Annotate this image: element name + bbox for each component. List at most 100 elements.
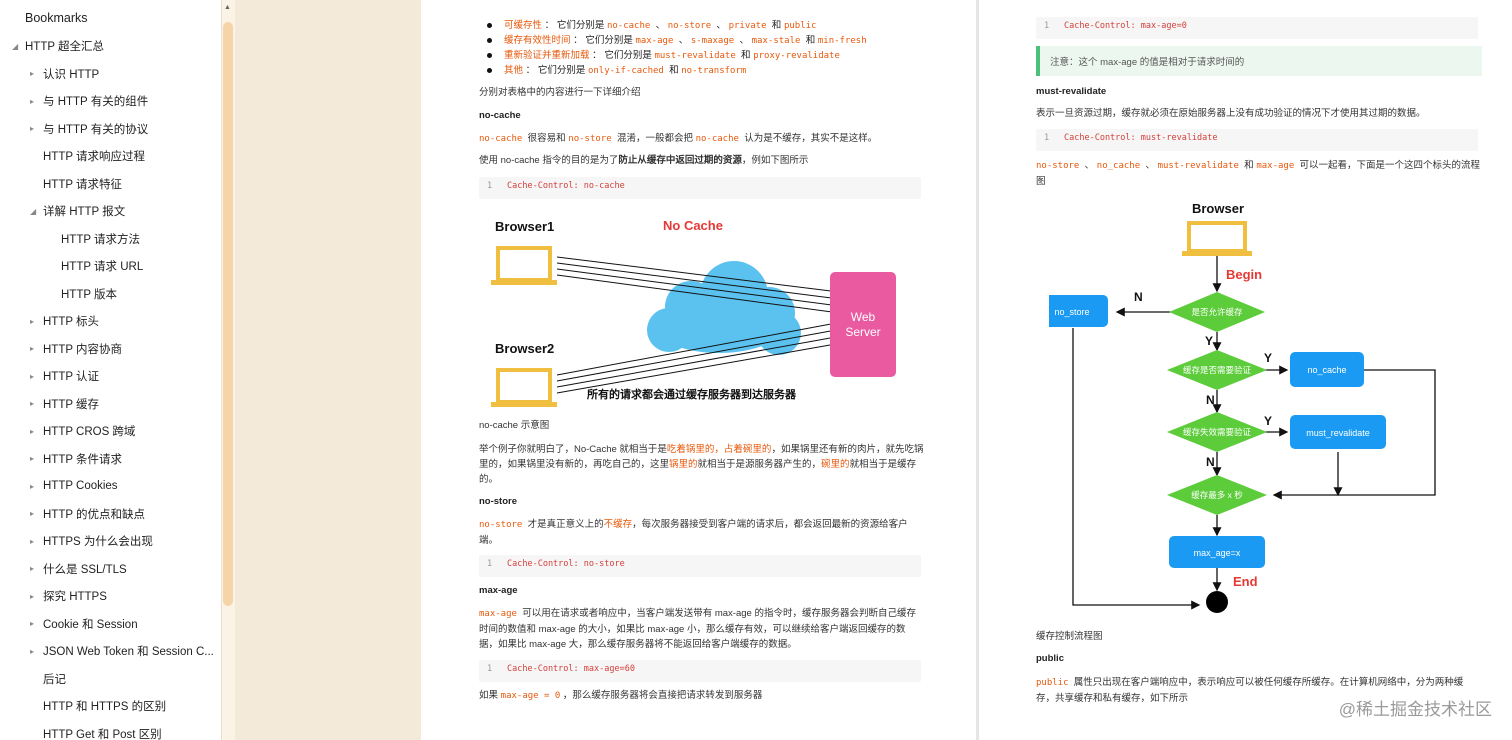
bookmark-item[interactable]: ▸ 探究 HTTPS (0, 586, 220, 606)
bookmark-item[interactable]: ▸ 认识 HTTP (0, 64, 220, 84)
public-heading: public (1036, 653, 1064, 664)
public-paragraph: public 属性只出现在客户端响应中，表示响应可以被任何缓存所缓存。在计算机网… (1036, 677, 1464, 704)
bookmark-label: HTTP 条件请求 (43, 453, 123, 466)
bookmark-label: HTTP 认证 (43, 371, 100, 383)
bookmark-item[interactable]: ▸ HTTPS 为什么会出现 (0, 531, 220, 551)
svg-text:缓存最多 x 秒: 缓存最多 x 秒 (1191, 490, 1243, 500)
collapsed-triangle-icon[interactable]: ▸ (30, 481, 35, 491)
collapsed-triangle-icon[interactable]: ▸ (30, 454, 35, 463)
bookmark-item[interactable]: ▸HTTP 内容协商 (0, 339, 220, 359)
expanded-triangle-icon[interactable]: ◢ (30, 206, 37, 216)
no-cache-title: No Cache (663, 218, 723, 233)
max-age-heading: max-age (479, 585, 518, 596)
bookmark-item[interactable]: ▸什么是 SSL/TLS (0, 559, 220, 579)
bookmark-item[interactable]: HTTP 请求方法 (0, 229, 220, 249)
note-callout: 注意：这个 max-age 的值是相对于请求时间的 (1036, 46, 1482, 76)
bookmark-label: 探究 HTTPS (43, 591, 107, 603)
collapsed-triangle-icon[interactable]: ▸ (30, 536, 35, 546)
collapsed-triangle-icon[interactable]: ▸ (30, 316, 35, 326)
scroll-up-arrow-icon[interactable]: ▲ (224, 4, 231, 11)
code-text: Cache-Control: max-age=0 (1064, 21, 1187, 31)
document-page-2: 1 Cache-Control: max-age=0 注意：这个 max-age… (979, 0, 1512, 740)
code-block-no-store: 1 Cache-Control: no-store (479, 555, 921, 577)
bookmark-label: HTTP 缓存 (43, 398, 100, 411)
bookmark-item[interactable]: HTTP Get 和 Post 区别 (0, 724, 220, 740)
no-cache-example: 举个例子你就明白了，No-Cache 就相当于是吃着锅里的，占着碗里的，如果锅里… (479, 444, 924, 485)
node-no-store: no_store (1049, 295, 1108, 327)
bookmark-item[interactable]: HTTP 请求 URL (0, 256, 220, 276)
svg-text:max_age=x: max_age=x (1194, 548, 1241, 558)
bookmark-label: HTTP 请求响应过程 (43, 151, 146, 163)
page-separator (976, 0, 979, 740)
bookmark-item[interactable]: ◢详解 HTTP 报文 (0, 201, 220, 221)
bookmark-item[interactable]: ▸ HTTP 标头 (0, 311, 220, 331)
bullet-item: 可缓存性 ： 它们分别是 no-cache 、 no-store 、 priva… (487, 17, 819, 31)
bookmark-item[interactable]: HTTP 请求响应过程 (0, 146, 220, 166)
bookmark-item[interactable]: ▸HTTP CROS 跨域 (0, 421, 220, 441)
bookmark-item[interactable]: 后记 (0, 669, 220, 689)
label-n: N (1206, 393, 1215, 407)
collapsed-triangle-icon[interactable]: ▸ (30, 591, 35, 601)
bookmark-item[interactable]: ▸Cookie 和 Session (0, 614, 220, 634)
bookmark-item[interactable]: ▸HTTP Cookies (0, 476, 220, 496)
bookmark-label: HTTP 标头 (43, 316, 100, 328)
diagram-caption: no-cache 示意图 (479, 420, 550, 431)
label-y: Y (1205, 334, 1213, 348)
code-text: Cache-Control: must-revalidate (1064, 133, 1218, 143)
collapsed-triangle-icon[interactable]: ▸ (30, 426, 35, 436)
decision-max-seconds: 缓存最多 x 秒 (1167, 475, 1267, 515)
bookmarks-title: Bookmarks (25, 11, 88, 25)
bookmark-item[interactable]: ▸与 HTTP 有关的协议 (0, 119, 220, 139)
collapsed-triangle-icon[interactable]: ▸ (30, 646, 35, 656)
bookmark-item[interactable]: ▸HTTP 的优点和缺点 (0, 504, 220, 524)
no-cache-diagram: Browser1 No Cache Web Server (491, 218, 896, 407)
bullet-item: 重新验证并重新加载 ： 它们分别是 must-revalidate 和 prox… (487, 47, 843, 61)
code-block-no-cache: 1 Cache-Control: no-cache (479, 177, 921, 199)
document-page-1: 可缓存性 ： 它们分别是 no-cache 、 no-store 、 priva… (421, 0, 976, 740)
collapsed-triangle-icon[interactable]: ▸ (30, 69, 35, 78)
no-cache-paragraph-1: no-cache 很容易和 no-store 混淆，一般都会把 no-cache… (479, 133, 878, 144)
collapsed-triangle-icon[interactable]: ▸ (30, 124, 35, 133)
svg-text:no_cache: no_cache (1307, 365, 1346, 375)
no-cache-paragraph-2: 使用 no-cache 指令的目的是为了防止从缓存中返回过期的资源，例如下图所示 (479, 155, 809, 166)
bookmark-item[interactable]: ▸与 HTTP 有关的组件 (0, 91, 220, 111)
svg-text:缓存失效需要验证: 缓存失效需要验证 (1183, 427, 1252, 437)
collapsed-triangle-icon[interactable]: ▸ (30, 96, 35, 106)
collapsed-triangle-icon[interactable]: ▸ (30, 509, 35, 518)
collapsed-triangle-icon[interactable]: ▸ (30, 619, 35, 628)
bookmark-item[interactable]: HTTP 和 HTTPS 的区别 (0, 696, 220, 716)
code-text: Cache-Control: no-store (507, 559, 625, 569)
code-text: Cache-Control: no-cache (507, 181, 625, 191)
bookmark-item[interactable]: ▸ HTTP 认证 (0, 366, 220, 386)
bookmark-label: HTTP 请求特征 (43, 178, 123, 191)
bookmark-item[interactable]: ▸ HTTP 缓存 (0, 394, 220, 414)
no-store-heading: no-store (479, 496, 517, 507)
bookmark-item[interactable]: HTTP 请求特征 (0, 174, 220, 194)
bookmark-item[interactable]: ▸ JSON Web Token 和 Session C... (0, 641, 220, 661)
label-y: Y (1264, 414, 1272, 428)
flow-browser-label: Browser (1192, 201, 1244, 216)
end-node (1206, 591, 1228, 613)
laptop-icon (1182, 221, 1252, 256)
flowchart-caption: 缓存控制流程图 (1036, 631, 1103, 642)
watermark: @稀土掘金技术社区 (1338, 700, 1492, 719)
collapsed-triangle-icon[interactable]: ▸ (30, 344, 35, 353)
bookmark-item[interactable]: HTTP 版本 (0, 284, 220, 304)
label-n: N (1206, 455, 1215, 469)
collapsed-triangle-icon[interactable]: ▸ (30, 371, 35, 381)
diagram-caption-text: 所有的请求都会通过缓存服务器到达服务器 (587, 387, 797, 401)
no-cache-heading: no-cache (479, 110, 521, 121)
expanded-triangle-icon[interactable]: ◢ (12, 41, 19, 51)
sidebar-scroll-thumb[interactable] (223, 22, 233, 606)
note-text: 注意：这个 max-age 的值是相对于请求时间的 (1050, 57, 1245, 68)
cache-flowchart: Browser Begin 是否允许缓存 N no_store (1049, 201, 1436, 613)
node-max-age: max_age=x (1169, 536, 1265, 568)
collapsed-triangle-icon[interactable]: ▸ (30, 564, 35, 573)
collapsed-triangle-icon[interactable]: ▸ (30, 399, 35, 408)
bookmark-label: 认识 HTTP (43, 68, 100, 81)
bookmark-label: JSON Web Token 和 Session C... (43, 646, 214, 658)
bookmark-item[interactable]: ▸ HTTP 条件请求 (0, 449, 220, 469)
max-age-paragraph: max-age 可以用在请求或者响应中，当客户端发送带有 max-age 的指令… (479, 608, 916, 650)
bookmark-item[interactable]: ◢HTTP 超全汇总 (0, 36, 220, 56)
bookmark-label: HTTPS 为什么会出现 (43, 536, 153, 548)
